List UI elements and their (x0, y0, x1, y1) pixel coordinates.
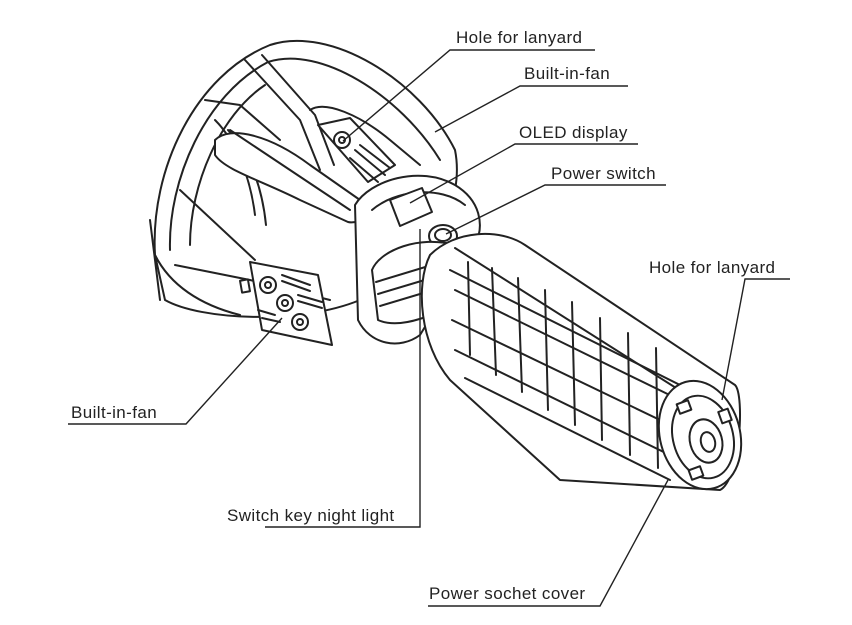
leader-line-fan-top (434, 85, 628, 133)
side-fan-panel (239, 261, 333, 346)
label-built-in-fan-side: Built-in-fan (71, 403, 158, 422)
flashlight-neck (354, 174, 481, 345)
leader-line-hole-lanyard-top (342, 49, 595, 142)
label-switch-key-night-light: Switch key night light (227, 506, 395, 525)
label-hole-for-lanyard-top: Hole for lanyard (456, 28, 583, 47)
label-hole-for-lanyard-tail: Hole for lanyard (649, 258, 776, 277)
leader-line-oled (409, 143, 638, 204)
leader-line-power-switch (445, 184, 666, 235)
label-built-in-fan-top: Built-in-fan (524, 64, 611, 83)
label-oled-display: OLED display (519, 123, 628, 142)
leader-line-night-light (265, 229, 421, 528)
leader-line-socket-cover (428, 479, 669, 607)
flashlight-tail (657, 379, 743, 491)
label-power-socket-cover: Power sochet cover (429, 584, 586, 603)
leader-line-fan-side (68, 317, 283, 425)
leader-line-hole-lanyard-tail (721, 278, 790, 401)
label-power-switch: Power switch (551, 164, 656, 183)
oled-screen (389, 187, 433, 227)
